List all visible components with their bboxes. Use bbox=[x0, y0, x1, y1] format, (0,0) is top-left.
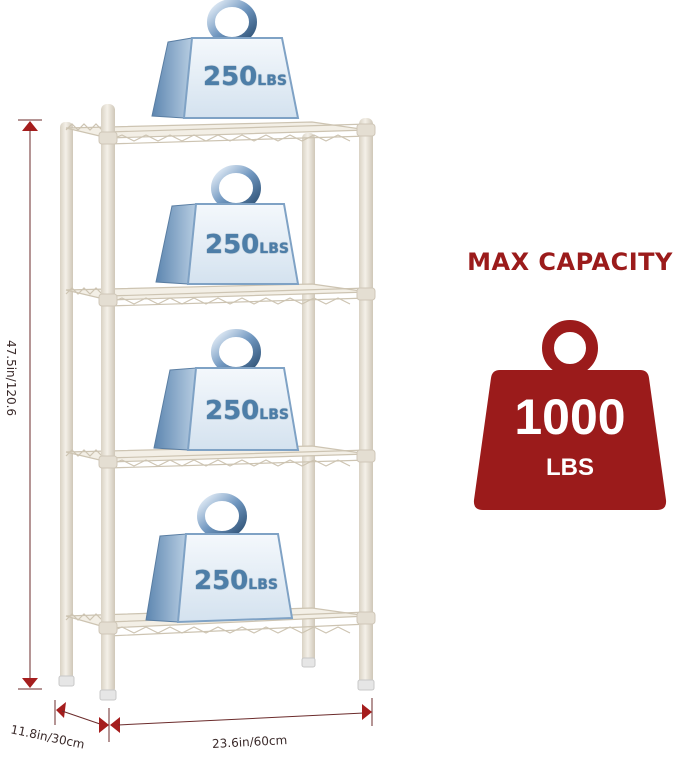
weight-tier-3 bbox=[153, 329, 300, 451]
shelf-posts-back bbox=[58, 122, 316, 687]
height-dimension-line bbox=[18, 119, 42, 690]
weight-tier-1 bbox=[151, 0, 300, 119]
weight-unit: LBS bbox=[259, 241, 289, 257]
weight-tier-2 bbox=[155, 165, 300, 285]
weight-unit: LBS bbox=[259, 407, 289, 423]
depth-dimension-line bbox=[54, 700, 110, 742]
height-dimension-label: 47.5in/120.6 bbox=[4, 340, 18, 417]
weight-value: 250 bbox=[205, 230, 260, 260]
weight-label-tier-3: 250LBS bbox=[205, 396, 289, 426]
weight-icon bbox=[473, 320, 667, 510]
max-capacity-heading: MAX CAPACITY bbox=[467, 248, 673, 276]
weight-label-tier-4: 250LBS bbox=[194, 566, 278, 596]
weight-value: 250 bbox=[194, 566, 249, 596]
weight-label-tier-2: 250LBS bbox=[205, 230, 289, 260]
weight-value: 250 bbox=[205, 396, 260, 426]
weight-value: 250 bbox=[203, 62, 258, 92]
weight-unit: LBS bbox=[257, 73, 287, 89]
total-capacity-value: 1000 bbox=[514, 389, 626, 445]
weight-tier-4 bbox=[145, 493, 294, 624]
weight-label-tier-1: 250LBS bbox=[203, 62, 287, 92]
width-dimension-line bbox=[110, 698, 373, 733]
weight-unit: LBS bbox=[248, 577, 278, 593]
total-capacity-unit: LBS bbox=[546, 454, 594, 481]
shelf-posts-front bbox=[98, 104, 376, 701]
